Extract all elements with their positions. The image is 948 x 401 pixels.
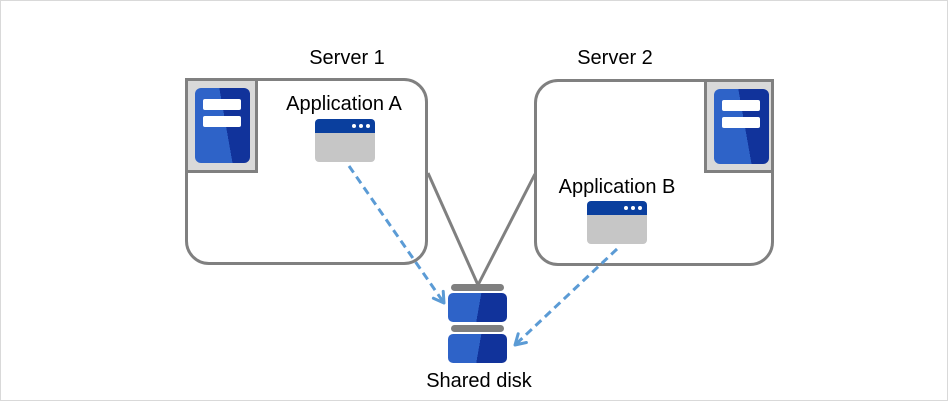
server-body	[195, 88, 250, 163]
server2-label: Server 2	[577, 47, 653, 69]
application-b-label: Application B	[558, 176, 676, 198]
connector-server2-disk	[476, 173, 537, 286]
server-body	[714, 89, 769, 164]
app-window-icon	[587, 201, 647, 244]
app-window-titlebar	[315, 119, 375, 133]
server-tower-icon	[185, 78, 258, 173]
titlebar-dot	[638, 206, 642, 210]
app-window-body	[315, 133, 375, 162]
titlebar-dot	[352, 124, 356, 128]
connector-server1-disk	[426, 172, 480, 286]
server-slot	[203, 116, 241, 127]
server-slot	[203, 99, 241, 110]
app-window-titlebar	[587, 201, 647, 215]
titlebar-dot	[359, 124, 363, 128]
disk-cap	[451, 325, 504, 332]
disk-stack-icon	[448, 284, 507, 363]
server-slot	[722, 100, 760, 111]
disk-cap	[451, 284, 504, 291]
disk-unit	[448, 293, 507, 322]
server-slot	[722, 117, 760, 128]
app-window-body	[587, 215, 647, 244]
server1-label: Server 1	[309, 47, 385, 69]
disk-unit	[448, 334, 507, 363]
server-tower-icon	[704, 79, 774, 173]
application-a-label: Application A	[286, 93, 402, 115]
titlebar-dot	[624, 206, 628, 210]
titlebar-dot	[631, 206, 635, 210]
titlebar-dot	[366, 124, 370, 128]
app-window-icon	[315, 119, 375, 162]
shared-disk-label: Shared disk	[426, 370, 532, 392]
